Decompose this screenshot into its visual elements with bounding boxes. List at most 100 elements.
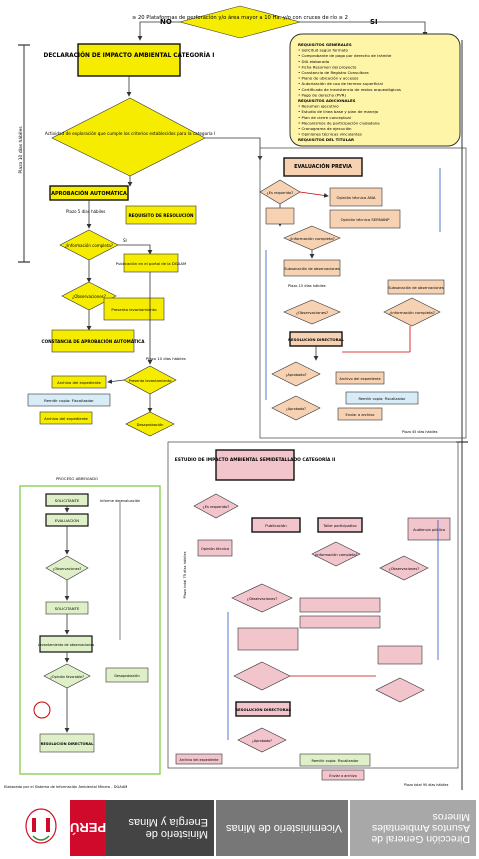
eval-required-text: ¿Es requerido? (267, 191, 294, 195)
resolution-requirement-box: REQUISITO DE RESOLUCIÓN (125, 205, 197, 225)
requirements-line: REQUISITOS DEL TITULAR (298, 137, 354, 142)
eval-send-box: Enviar a archivo (337, 407, 383, 421)
eiasd-publication-label: Publicación (265, 523, 287, 528)
green-final: RESOLUCIÓN DIRECTORAL (41, 741, 94, 746)
requirements-line: REQUISITOS ADICIONALES (298, 98, 356, 103)
green-solicitante-box-2: SOLICITANTE (45, 601, 89, 615)
footer-direction: Dirección General de Asuntos Ambientales… (350, 800, 476, 856)
top-decision-text: ≥ 20 Plataformas de perforación y/o área… (132, 14, 348, 21)
requirements-line: • Plano de ubicación y accesos (298, 76, 358, 81)
green-final-box: RESOLUCIÓN DIRECTORAL (39, 733, 95, 753)
green-title: PROCESO ABREVIADO (56, 476, 98, 481)
eiasd-observations-text: ¿Observaciones? (247, 597, 277, 601)
dia-deny-text: Desaprobación (137, 423, 164, 427)
green-opinion: ¿Opinión favorable? (50, 675, 84, 679)
requirements-line: • Plan de cierre conceptual (298, 115, 351, 120)
dia-publication-label: Publicación en el portal de la DGAAM (116, 261, 187, 266)
eval-fiscalizador-label: Remitir copia: Fiscalizador (359, 397, 407, 401)
green-deny: Desaprobación (114, 674, 139, 678)
eval-info-complete: ¿Información completa? (283, 225, 341, 251)
credit: Elaborado por el Sistema de Información … (4, 785, 127, 789)
eiasd-publication-box: Publicación (251, 517, 301, 533)
eiasd-resolution-label: RESOLUCIÓN DIRECTORAL (235, 707, 291, 712)
dia-fiscalizador-box: Remitir copia: Fiscalizador (27, 393, 111, 407)
requirements-line: • Autorización de uso de terreno superfi… (298, 81, 383, 86)
eval-archive-box: Archivo del expediente (335, 371, 385, 385)
green-solicitante-1: SOLICITANTE (55, 498, 80, 503)
green-eval: EVALUACIÓN (55, 518, 79, 523)
eiasd-opinion-box: Opinión técnica (197, 539, 233, 557)
eiasd-observations: ¿Observaciones? (231, 583, 293, 613)
eval-deny-decision: ¿Aprobado? (271, 395, 321, 421)
eiasd-opinion-box-3 (299, 615, 381, 629)
auto-approval-term: Plazo 5 días hábiles (66, 209, 105, 214)
dia-title-box: DECLARACIÓN DE IMPACTO AMBIENTAL CATEGOR… (44, 43, 215, 77)
eiasd-info-complete: ¿Información completa? (311, 541, 361, 567)
footer-country: PERÚ (70, 800, 106, 856)
eiasd-workshop-box: Taller participativo (317, 517, 363, 533)
eiasd-required-text: ¿Es requerido? (203, 505, 230, 509)
dia-send-archive-box: Archivo del expediente (39, 411, 93, 425)
eval-region (259, 147, 467, 439)
eval-subsanar-box: Subsanación de observaciones (283, 259, 341, 277)
requirements-line: • Mecanismos de participación ciudadana (298, 120, 380, 125)
eiasd-mid-diamond (233, 661, 291, 691)
requirements-line: • Solicitud según formato (298, 48, 349, 53)
auto-constancy-label: CONSTANCIA DE APROBACIÓN AUTOMÁTICA (42, 339, 146, 344)
eiasd-audience-box: Audiencia pública (407, 517, 451, 541)
eval-approved-decision: ¿Aprobado? (271, 361, 321, 387)
eval-resolution-box: RESOLUCIÓN DIRECTORAL (288, 331, 344, 347)
footer-seal (22, 806, 60, 848)
dia-deny-decision: Desaprobación (125, 411, 175, 437)
left-timeline-label: Plazo 10 días hábiles (17, 126, 24, 174)
eval-observations-text: ¿Observaciones? (296, 310, 328, 315)
footer-ministry: Ministerio de Energía y Minas (106, 800, 214, 856)
eiasd-subsanar-box (237, 627, 299, 651)
dia-title: DECLARACIÓN DE IMPACTO AMBIENTAL CATEGOR… (44, 51, 215, 59)
dia-archive-label: Archivo del expediente (57, 380, 101, 385)
eiasd-fiscalizador-label: Remitir copia: Fiscalizador (312, 759, 360, 763)
eval-sernanp-label: Opinión técnica SERNANP (341, 217, 391, 222)
eval-subsanar-label: Subsanación de observaciones (284, 267, 340, 271)
eval-send-label: Enviar a archivo (345, 413, 374, 417)
green-deny-box: Desaprobación (105, 667, 149, 683)
green-levanta: Levantamiento de observaciones (38, 643, 95, 647)
dia-send-archive-label: Archivo del expediente (44, 416, 88, 421)
eiasd-required-decision: ¿Es requerido? (193, 493, 239, 519)
eiasd-opinion-label: Opinión técnica (201, 547, 229, 551)
footer-vice-text: Viceministerio de Minas (226, 822, 342, 834)
dia-publication-box: Publicación en el portal de la DGAAM (116, 253, 187, 273)
eval-fiscalizador-box: Remitir copia: Fiscalizador (345, 391, 419, 405)
eiasd-audience-label: Audiencia pública (413, 528, 445, 532)
eval-right-box-label: Subsanación de observaciones (388, 286, 444, 290)
green-seal-icon (33, 701, 51, 719)
dia-archive-box: Archivo del expediente (51, 375, 107, 389)
eiasd-info-complete-text: ¿Información completa? (314, 553, 357, 557)
top-decision: ≥ 20 Plataformas de perforación y/o área… (132, 5, 348, 39)
eval-deny-text: ¿Aprobado? (286, 407, 306, 411)
svg-text:REQUISITOS GENERALES• Solicitu: REQUISITOS GENERALES• Solicitud según fo… (298, 42, 401, 142)
eiasd-archive-box: Archivo del expediente (175, 753, 223, 765)
eval-deadline-label: Plazo 15 días hábiles (288, 284, 326, 288)
dia-si-label-1: SI (123, 238, 127, 243)
eval-approved-text: ¿Aprobado? (285, 373, 306, 377)
requirements-line: • DIA elaborada (298, 59, 330, 64)
eval-right-diamond-text: ¿Información completa? (389, 310, 435, 315)
green-observ-decision: ¿Observaciones? (45, 555, 89, 581)
eiasd-right-diamond-2 (375, 677, 425, 703)
flowchart-diagram: ≥ 20 Plataformas de perforación y/o área… (4, 5, 468, 790)
eval-foot: Plazo 45 días hábiles (402, 430, 438, 434)
eval-required-decision: ¿Es requerido? (259, 179, 301, 205)
requirements-line: • Ficha Resumen del proyecto (298, 64, 357, 69)
eiasd-approved-decision: ¿Aprobado? (237, 727, 287, 753)
eiasd-resolution-box: RESOLUCIÓN DIRECTORAL (235, 701, 291, 717)
dia-present-decision: Presenta levantamiento (123, 365, 177, 395)
green-solicitante-box-1: SOLICITANTE (45, 493, 89, 507)
eval-title-box: EVALUACIÓN PREVIA (283, 157, 363, 177)
eiasd-opinion-box-2 (299, 597, 381, 613)
dia-observations-text: ¿Observaciones? (72, 294, 106, 299)
eval-archive-label: Archivo del expediente (339, 377, 381, 381)
eval-opinion-box (265, 207, 295, 225)
requirements-line: • Comprobante de pago por derecho de trá… (298, 53, 392, 58)
green-levanta-box: Levantamiento de observaciones (38, 635, 95, 653)
